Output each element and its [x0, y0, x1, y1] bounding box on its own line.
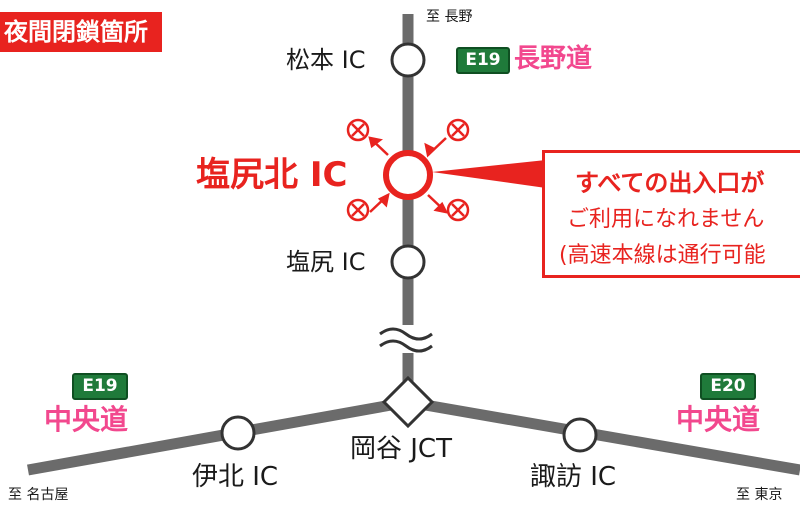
closure-banner: 夜間閉鎖箇所: [0, 12, 162, 52]
notice-line-1: すべての出入口が: [575, 169, 765, 197]
direction-southwest-label: 至 名古屋: [8, 487, 69, 503]
route-name-nagano: 長野道: [514, 44, 593, 74]
route-name-chuo-west: 中央道: [44, 403, 129, 436]
closure-notice-box: すべての出入口が ご利用になれません (高速本線は通行可能: [542, 150, 800, 278]
no-entry-circle-x-icon: [446, 198, 470, 222]
okaya-jct-node: [381, 375, 435, 429]
shiojiri-ic-label: 塩尻 IC: [286, 248, 366, 276]
matsumoto-ic-node: [390, 42, 426, 78]
road-break-wavy-icon: [379, 325, 433, 353]
suwa-ic-node: [562, 417, 598, 453]
shiojiri-kita-ic-label: 塩尻北 IC: [196, 155, 348, 195]
direction-southeast-label: 至 東京: [736, 487, 783, 503]
no-entry-circle-x-icon: [446, 118, 470, 142]
okaya-jct-label: 岡谷 JCT: [350, 434, 452, 464]
ina-kita-ic-node: [220, 415, 256, 451]
notice-line-2: ご利用になれません: [567, 207, 765, 232]
ramp-arrows: [368, 136, 449, 214]
matsumoto-ic-label: 松本 IC: [286, 46, 366, 74]
road-chuo-east: [407, 396, 800, 476]
road-chuo-west: [27, 396, 409, 476]
route-shield-chuo-west: E19: [72, 373, 128, 400]
suwa-ic-label: 諏訪 IC: [530, 462, 617, 492]
ina-kita-ic-label: 伊北 IC: [192, 462, 279, 492]
route-shield-chuo-east: E20: [700, 373, 756, 400]
notice-pointer: [432, 160, 546, 188]
route-name-chuo-east: 中央道: [676, 403, 761, 436]
shiojiri-kita-ic-node: [383, 150, 433, 200]
no-entry-circle-x-icon: [346, 198, 370, 222]
shiojiri-ic-node: [390, 244, 426, 280]
no-entry-circle-x-icon: [346, 118, 370, 142]
notice-line-3: (高速本線は通行可能: [559, 243, 766, 268]
route-shield-nagano: E19: [456, 47, 510, 74]
direction-north-label: 至 長野: [426, 9, 473, 25]
